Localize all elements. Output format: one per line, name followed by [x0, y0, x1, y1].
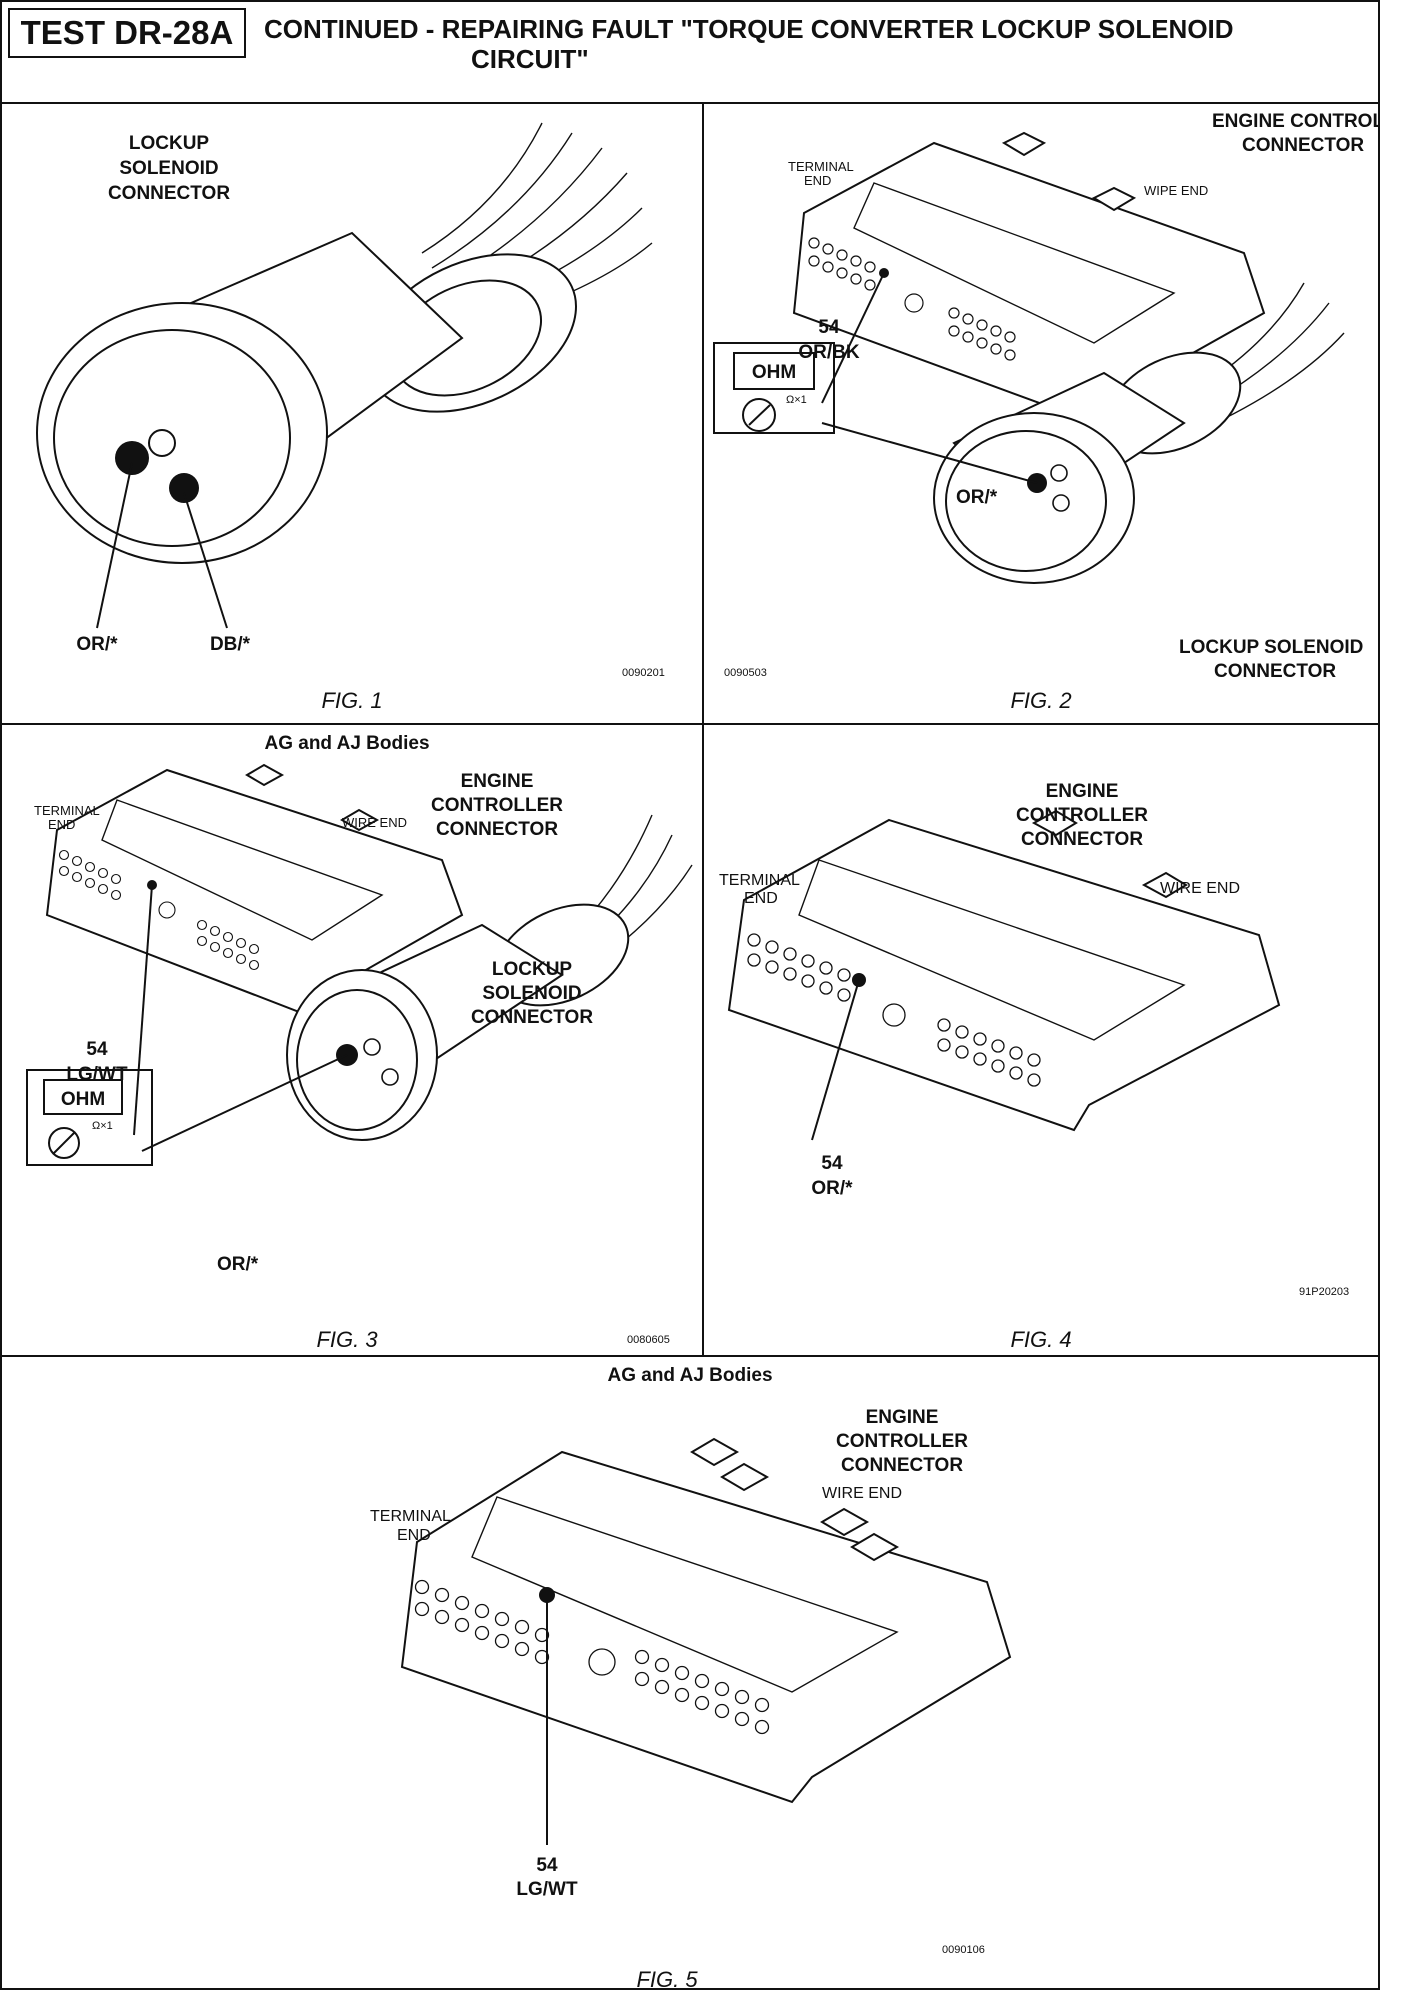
fig3-sol-line2: SOLENOID	[482, 983, 581, 1004]
fig3-ecc-line3: CONNECTOR	[436, 819, 558, 840]
figure-1-panel: LOCKUP SOLENOID CONNECTOR OR/* DB/* 0090…	[2, 103, 704, 725]
fig5-engine-controller-connector-icon	[400, 1437, 1012, 1804]
fig3-connector-pins-icon	[58, 849, 260, 971]
fig5-subtitle: AG and AJ Bodies	[607, 1365, 772, 1386]
fig3-engine-controller-connector-icon	[45, 763, 464, 1017]
fig1-code: 0090201	[622, 667, 665, 679]
fig3-meter-range: Ω×1	[92, 1120, 113, 1132]
fig1-label-line2: SOLENOID	[119, 158, 218, 179]
fig4-pin-wire: OR/*	[811, 1178, 853, 1199]
fig2-pin-wire: OR/BK	[798, 342, 860, 363]
fig3-pin-number: 54	[86, 1039, 108, 1060]
fig2-sol-wire: OR/*	[956, 487, 998, 508]
fig2-ecc-line1: ENGINE CONTROLLER	[1212, 111, 1378, 132]
fig3-terminal-line1: TERMINAL	[34, 803, 100, 818]
fig1-wire-or: OR/*	[76, 634, 118, 655]
fig5-caption: FIG. 5	[636, 1967, 698, 1990]
figure-3-panel: AG and AJ Bodies ENGINE CONTROLLER CONNE…	[2, 725, 704, 1357]
fig3-probe-lead-2	[141, 1054, 348, 1152]
fig3-probe-lead-1	[133, 884, 153, 1136]
fig4-terminal-line2: END	[744, 890, 778, 907]
test-id-box: TEST DR-28A	[8, 8, 246, 58]
fig2-ecc-line2: CONNECTOR	[1242, 135, 1364, 156]
fig5-ecc-line2: CONTROLLER	[836, 1431, 968, 1452]
fig3-ecc-line1: ENGINE	[461, 771, 534, 792]
fig3-caption: FIG. 3	[316, 1327, 378, 1352]
fig5-pin-number: 54	[536, 1855, 558, 1876]
fig1-wire-db: DB/*	[210, 634, 251, 655]
fig2-diagram: ENGINE CONTROLLER CONNECTOR TERMINAL END…	[713, 111, 1378, 713]
fig2-sol-line1: LOCKUP SOLENOID	[1179, 637, 1363, 658]
fig2-meter-display: OHM	[752, 362, 796, 383]
service-manual-page: TEST DR-28A CONTINUED - REPAIRING FAULT …	[0, 0, 1380, 1990]
fig5-pin-wire: LG/WT	[516, 1879, 578, 1900]
fig4-ecc-line1: ENGINE	[1046, 781, 1119, 802]
fig1-leader-db	[183, 492, 228, 629]
fig5-code: 0090106	[942, 1944, 985, 1956]
fig2-terminal-line2: END	[804, 173, 831, 188]
page-title: CONTINUED - REPAIRING FAULT "TORQUE CONV…	[264, 14, 1234, 74]
fig5-connector-pins-icon	[414, 1579, 770, 1735]
fig3-pin-wire: LG/WT	[66, 1064, 128, 1085]
fig3-subtitle: AG and AJ Bodies	[264, 733, 429, 754]
fig3-sol-line1: LOCKUP	[492, 959, 573, 980]
fig2-probe-lead-2	[821, 422, 1038, 484]
fig5-terminal-line2: END	[397, 1527, 431, 1544]
page-header: TEST DR-28A CONTINUED - REPAIRING FAULT …	[2, 2, 1378, 104]
fig1-solenoid-connector-icon	[36, 231, 577, 564]
fig2-probe-lead-1	[821, 272, 885, 404]
fig4-caption: FIG. 4	[1010, 1327, 1071, 1352]
fig2-sol-line2: CONNECTOR	[1214, 661, 1336, 682]
fig5-ecc-line3: CONNECTOR	[841, 1455, 963, 1476]
fig3-wire-end: WIRE END	[342, 815, 407, 830]
fig1-caption: FIG. 1	[321, 688, 382, 713]
fig5-diagram: AG and AJ Bodies ENGINE CONTROLLER CONNE…	[370, 1365, 1012, 1990]
figure-2-panel: ENGINE CONTROLLER CONNECTOR TERMINAL END…	[704, 103, 1378, 725]
fig5-terminal-line1: TERMINAL	[370, 1508, 451, 1525]
fig4-engine-controller-connector-icon	[727, 809, 1281, 1132]
fig3-terminal-line2: END	[48, 817, 75, 832]
title-line-1: CONTINUED - REPAIRING FAULT "TORQUE CONV…	[264, 14, 1234, 44]
fig1-leader-or	[96, 462, 133, 629]
fig4-wire-end: WIRE END	[1160, 880, 1240, 897]
fig2-solenoid-connector-icon	[933, 282, 1345, 584]
fig4-ecc-line3: CONNECTOR	[1021, 829, 1143, 850]
title-line-2: CIRCUIT"	[471, 44, 589, 74]
fig3-code: 0080605	[627, 1334, 670, 1346]
fig1-label-line1: LOCKUP	[129, 133, 210, 154]
fig2-connector-pins-icon	[808, 237, 1016, 361]
fig4-pin-number: 54	[821, 1153, 843, 1174]
fig2-terminal-line1: TERMINAL	[788, 159, 854, 174]
fig4-terminal-line1: TERMINAL	[719, 872, 800, 889]
fig1-diagram: LOCKUP SOLENOID CONNECTOR OR/* DB/* 0090…	[36, 122, 665, 713]
figure-4-panel: ENGINE CONTROLLER CONNECTOR TERMINAL END…	[704, 725, 1378, 1357]
fig3-sol-line3: CONNECTOR	[471, 1007, 593, 1028]
fig5-wire-end: WIRE END	[822, 1485, 902, 1502]
fig5-ecc-line1: ENGINE	[866, 1407, 939, 1428]
fig2-meter-range: Ω×1	[786, 394, 807, 406]
fig4-diagram: ENGINE CONTROLLER CONNECTOR TERMINAL END…	[719, 781, 1349, 1352]
fig2-wire-end: WIPE END	[1144, 183, 1208, 198]
fig3-ecc-line2: CONTROLLER	[431, 795, 563, 816]
fig2-caption: FIG. 2	[1010, 688, 1071, 713]
fig1-label-line3: CONNECTOR	[108, 183, 230, 204]
fig4-ecc-line2: CONTROLLER	[1016, 805, 1148, 826]
figure-5-panel: AG and AJ Bodies ENGINE CONTROLLER CONNE…	[2, 1357, 1378, 1990]
fig3-ohmmeter-icon	[26, 1069, 153, 1166]
fig4-connector-pins-icon	[747, 933, 1041, 1087]
fig3-meter-display: OHM	[61, 1089, 105, 1110]
fig4-leader-54	[811, 979, 860, 1141]
fig2-code: 0090503	[724, 667, 767, 679]
fig3-diagram: AG and AJ Bodies ENGINE CONTROLLER CONNE…	[26, 733, 693, 1352]
fig4-code: 91P20203	[1299, 1286, 1349, 1298]
fig2-ohmmeter-icon	[713, 342, 835, 434]
fig3-solenoid-connector-icon	[286, 814, 693, 1141]
fig3-sol-wire: OR/*	[217, 1254, 259, 1275]
fig2-pin-number: 54	[818, 317, 840, 338]
